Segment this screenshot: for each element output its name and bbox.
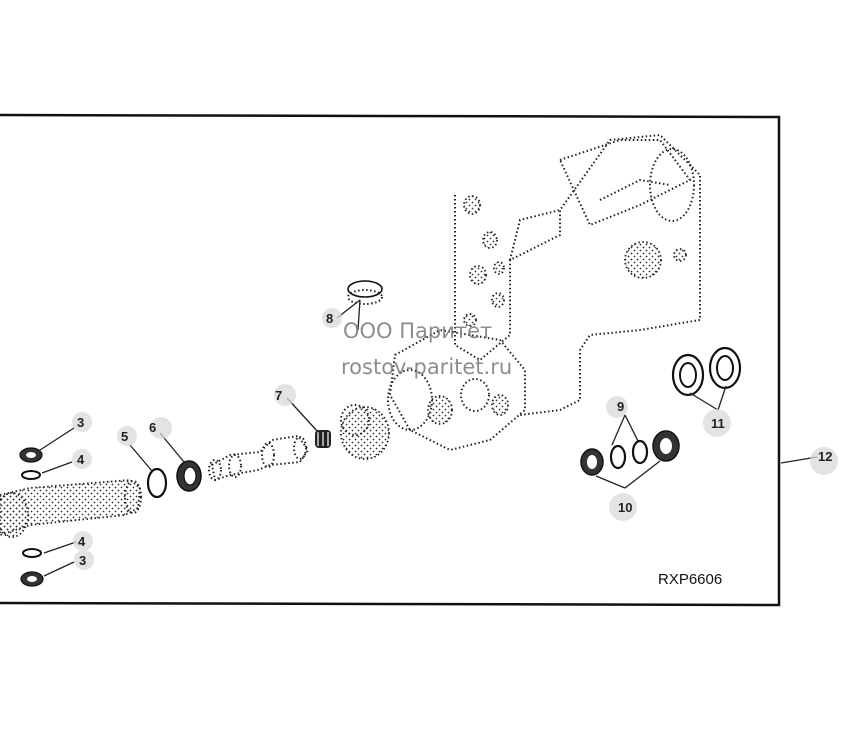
valve-housing [387,133,701,452]
part-10-seal-left [580,448,604,476]
part-9-o-ring-b [631,439,649,465]
leader-lines [39,299,818,577]
callout-10: 10 [618,500,632,515]
part-7-spring [315,430,331,448]
diagram-frame [0,113,781,607]
callout-12: 12 [818,449,832,464]
left-shaft [0,479,142,538]
watermark-company: ООО Паритет [343,319,492,343]
watermark-website: rostov-paritet.ru [341,355,512,379]
callout-9: 9 [617,399,624,414]
figure-reference-code: RXP6606 [658,571,722,588]
part-4-washer-bottom [22,548,42,558]
callout-11: 11 [711,416,725,431]
part-10-seal-right [652,430,680,462]
part-11-sleeve-right [708,346,742,390]
part-8-plug [347,280,383,305]
callout-6: 6 [149,420,156,435]
callout-4-top: 4 [77,452,85,467]
part-11-sleeve-left [671,353,705,397]
callout-3-bottom: 3 [79,553,86,568]
valve-spool [208,434,310,482]
part-3-nut-bottom [20,571,44,587]
callout-8: 8 [326,311,333,326]
callouts: 3 4 4 3 5 6 7 8 9 10 11 12 [72,308,838,570]
callout-7: 7 [275,388,282,403]
part-3-nut-top [19,447,43,463]
callout-5: 5 [121,429,128,444]
end-cap [340,404,390,460]
callout-4-bottom: 4 [78,534,86,549]
part-6-seal [176,460,202,492]
part-4-washer-top [21,470,41,480]
part-5-o-ring [146,467,168,499]
part-9-o-ring-a [609,444,627,470]
callout-3-top: 3 [77,415,84,430]
